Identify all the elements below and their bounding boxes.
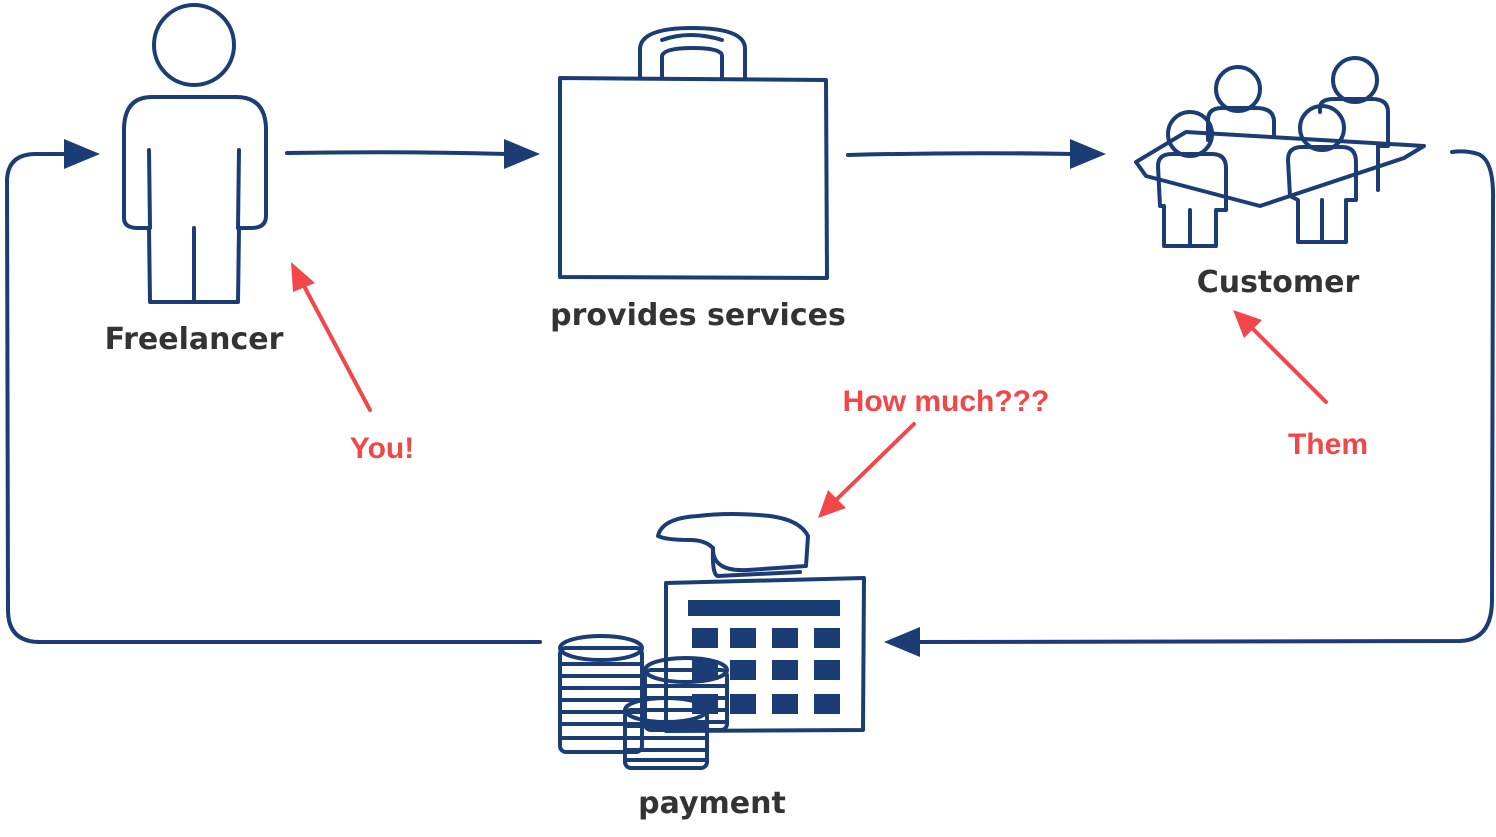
payment-label: payment bbox=[638, 786, 786, 821]
freelancer-label: Freelancer bbox=[105, 322, 284, 357]
briefcase-icon bbox=[558, 26, 829, 280]
flow-arrow-payment-to-freelancer bbox=[5, 139, 542, 644]
annotation-arrow-you bbox=[291, 262, 372, 412]
meeting-group-icon bbox=[1134, 56, 1426, 248]
flow-arrow-customer-to-payment bbox=[884, 149, 1496, 657]
cash-register-coins-icon bbox=[558, 512, 866, 770]
annotation-them: Them bbox=[1288, 428, 1368, 461]
flow-arrow-freelancer-to-services bbox=[285, 139, 540, 169]
person-icon bbox=[122, 3, 268, 304]
customer-label: Customer bbox=[1197, 265, 1360, 300]
flow-arrow-services-to-customer bbox=[846, 139, 1106, 169]
annotation-you: You! bbox=[350, 432, 414, 465]
services-label: provides services bbox=[550, 298, 846, 333]
annotation-arrow-how-much bbox=[818, 422, 916, 518]
annotation-arrow-them bbox=[1233, 310, 1328, 404]
annotation-how-much: How much??? bbox=[843, 385, 1050, 418]
